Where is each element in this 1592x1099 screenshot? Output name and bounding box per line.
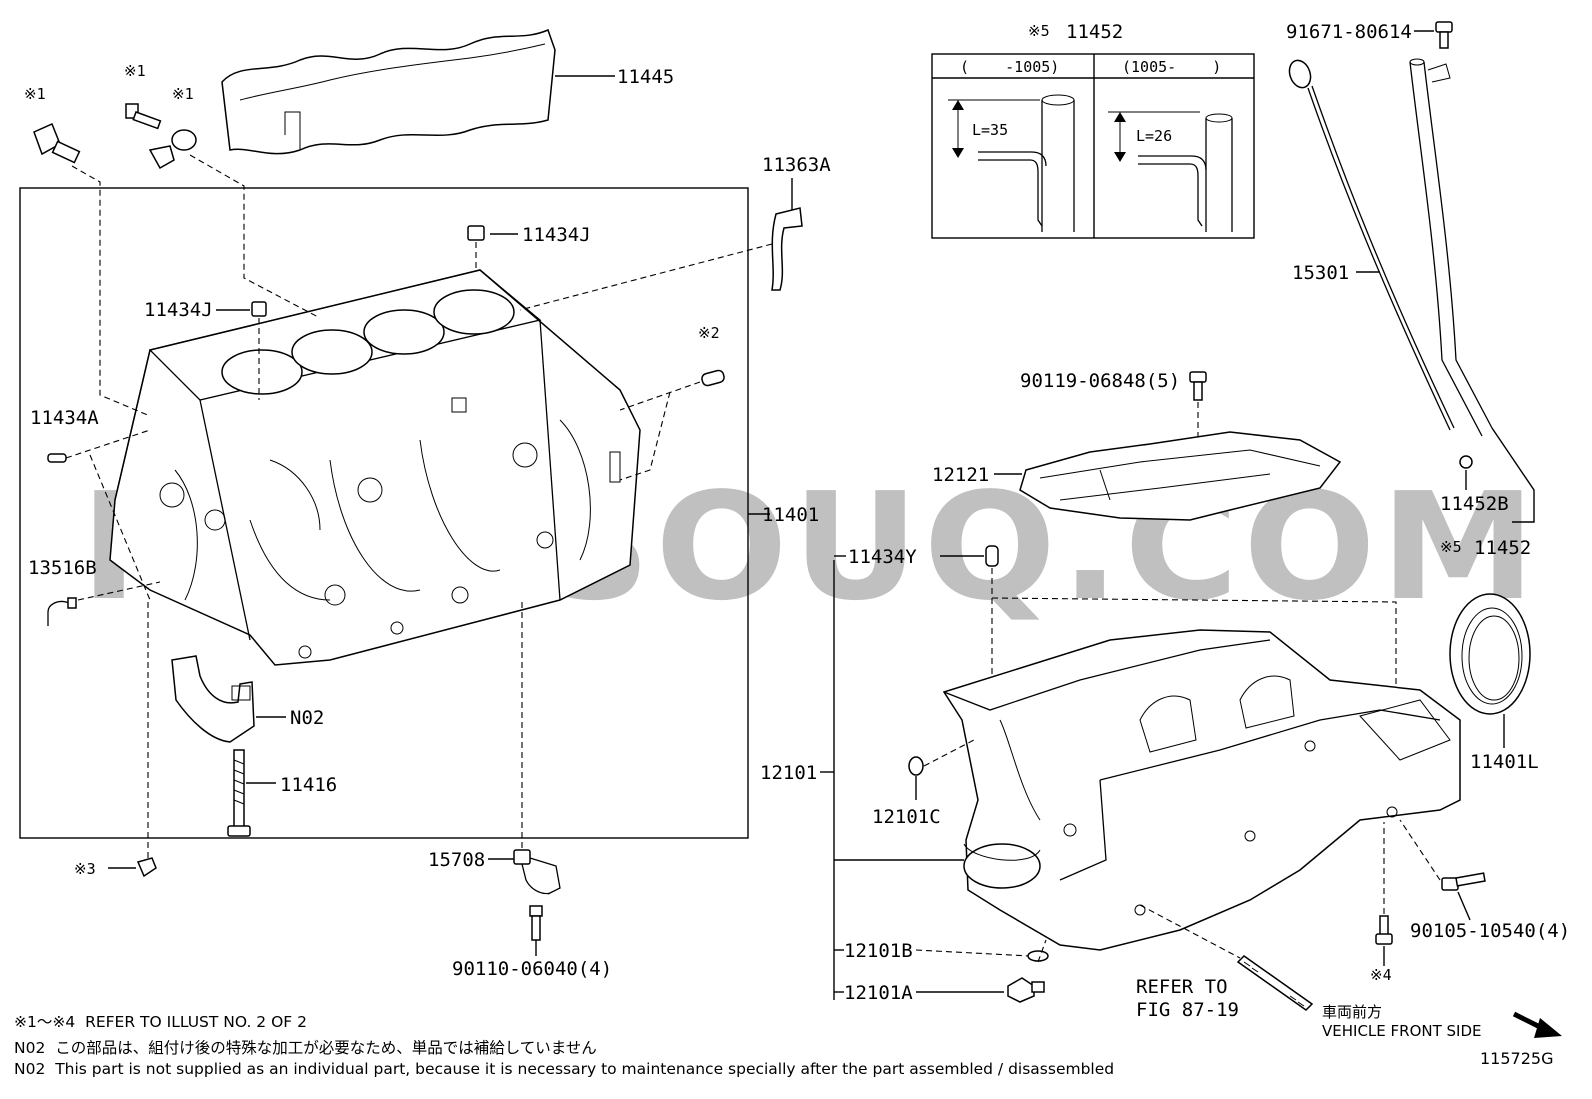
diagram-code: 115725G — [1480, 1049, 1553, 1068]
sensor-part[interactable] — [33, 122, 81, 164]
inset-right-drawing — [1108, 111, 1233, 232]
label-15301: 15301 — [1292, 262, 1349, 284]
label-91671: 91671-80614 — [1286, 21, 1412, 43]
note-2: N02 この部品は、組付け後の特殊な加工が必要なため、単品では補給していません — [14, 1036, 597, 1058]
label-11416: 11416 — [280, 774, 337, 796]
part-12101C-oring[interactable] — [908, 756, 924, 776]
pin-2[interactable] — [701, 369, 725, 387]
part-11434A[interactable] — [47, 453, 67, 463]
part-11416-bolt[interactable] — [227, 749, 251, 837]
label-12101C: 12101C — [872, 806, 941, 828]
inset-title: 11452 — [1066, 21, 1123, 43]
note-2-tag: N02 — [14, 1039, 46, 1057]
label-N02: N02 — [290, 707, 324, 729]
stud-bolt[interactable] — [1236, 955, 1314, 1011]
part-91671-bolt[interactable] — [1435, 21, 1453, 49]
label-11445: 11445 — [617, 66, 674, 88]
label-90110: 90110-06040(4) — [452, 958, 612, 980]
nut-3[interactable] — [136, 857, 157, 878]
label-11363A: 11363A — [762, 154, 831, 176]
part-12121-baffle[interactable] — [1019, 431, 1342, 521]
inset-frame — [931, 53, 1255, 239]
inset-col-right: (1005- ) — [1122, 58, 1221, 76]
label-12101: 12101 — [760, 762, 817, 784]
note-3: N02 This part is not supplied as an indi… — [14, 1060, 1114, 1078]
refer-line-2: FIG 87-19 — [1136, 999, 1239, 1021]
refmark-1-c: ※1 — [172, 85, 194, 103]
label-13516B: 13516B — [28, 557, 97, 579]
part-15708[interactable] — [513, 849, 561, 895]
part-11434J-top[interactable] — [467, 225, 485, 241]
part-13516B[interactable] — [47, 597, 77, 626]
note-1: ※1～※4 REFER TO ILLUST NO. 2 OF 2 — [14, 1010, 307, 1032]
part-11445-cover[interactable] — [221, 28, 556, 155]
label-90119: 90119-06848(5) — [1020, 370, 1180, 392]
part-11434Y-pin[interactable] — [985, 545, 999, 567]
refmark-2: ※2 — [698, 324, 720, 342]
vehicle-front-en: VEHICLE FRONT SIDE — [1322, 1022, 1482, 1040]
refmark-5-bottom: ※5 — [1440, 538, 1462, 556]
inset-len-left: L=35 — [972, 121, 1008, 139]
part-11452-guide-tube[interactable] — [1409, 58, 1493, 437]
bolt-4[interactable] — [1375, 915, 1393, 945]
part-12101B-washer[interactable] — [1027, 950, 1049, 962]
note-3-tag: N02 — [14, 1060, 46, 1078]
inset-left-drawing — [948, 94, 1075, 232]
part-12101A-plug[interactable] — [1007, 977, 1045, 1003]
label-12101B: 12101B — [844, 940, 913, 962]
label-11434Y: 11434Y — [848, 546, 917, 568]
label-11401L: 11401L — [1470, 751, 1539, 773]
note-3-text: This part is not supplied as an individu… — [55, 1060, 1115, 1078]
block-frame — [19, 187, 749, 839]
part-90105-bolt[interactable] — [1441, 872, 1486, 891]
cylinder-block-drawing[interactable] — [109, 269, 641, 666]
label-11452-bottom: 11452 — [1474, 537, 1531, 559]
refer-line-1: REFER TO — [1136, 976, 1228, 998]
vehicle-front-jp: 車両前方 — [1322, 1003, 1382, 1021]
label-11434J-left: 11434J — [144, 299, 213, 321]
inset-len-right: L=26 — [1136, 127, 1172, 145]
label-15708: 15708 — [428, 849, 485, 871]
part-11452B-oring[interactable] — [1459, 455, 1473, 469]
label-11401: 11401 — [762, 504, 819, 526]
label-11452B: 11452B — [1440, 493, 1509, 515]
note-2-text: この部品は、組付け後の特殊な加工が必要なため、単品では補給していません — [55, 1039, 597, 1057]
label-12121: 12121 — [932, 464, 989, 486]
front-arrow-icon — [1512, 1011, 1562, 1038]
inset-col-left: ( -1005) — [960, 58, 1059, 76]
label-11434A: 11434A — [30, 407, 99, 429]
label-12101A: 12101A — [844, 982, 913, 1004]
label-11434J-top: 11434J — [522, 224, 591, 246]
clamp-part[interactable] — [148, 129, 197, 170]
refmark-4: ※4 — [1370, 966, 1392, 984]
bolt-part-a[interactable] — [125, 103, 162, 130]
refmark-1-a: ※1 — [24, 85, 46, 103]
part-11363A[interactable] — [771, 207, 803, 291]
label-90105: 90105-10540(4) — [1410, 920, 1570, 942]
refmark-5-top: ※5 — [1028, 22, 1050, 40]
refmark-3: ※3 — [74, 860, 96, 878]
part-11434J-left[interactable] — [251, 301, 267, 317]
refmark-1-b: ※1 — [124, 62, 146, 80]
part-12101-oil-pan[interactable] — [942, 629, 1461, 951]
part-15301-dipstick[interactable] — [1286, 57, 1455, 431]
part-90119-bolt[interactable] — [1189, 371, 1207, 401]
part-11401L-seal[interactable] — [1449, 593, 1531, 715]
note-1-text: REFER TO ILLUST NO. 2 OF 2 — [85, 1013, 307, 1031]
note-1-tag: ※1～※4 — [14, 1013, 76, 1031]
part-90110-bolt[interactable] — [529, 905, 543, 941]
part-N02-cap[interactable] — [171, 655, 255, 743]
